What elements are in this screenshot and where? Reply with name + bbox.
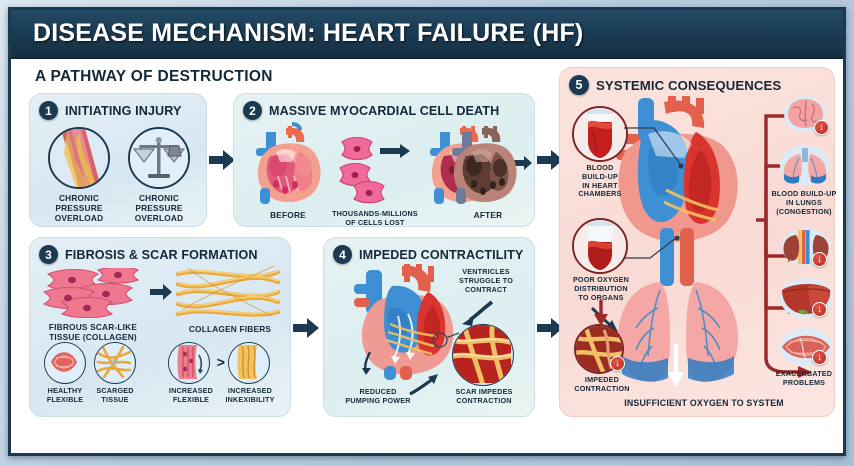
header-bar: DISEASE MECHANISM: HEART FAILURE (HF)	[11, 10, 843, 59]
muscle-decrease-badge: ↓	[812, 350, 827, 365]
step-5-title: SYSTEMIC CONSEQUENCES	[596, 77, 782, 93]
step-3-label-collagen: COLLAGEN FIBERS	[188, 324, 272, 334]
blood-vial-low-icon	[572, 218, 628, 274]
arrow-step2-to-step5	[537, 149, 563, 171]
step-4-title-row: 4 IMPEDED CONTRACTILITY	[333, 245, 530, 264]
step-5-title-row: 5 SYSTEMIC CONSEQUENCES	[569, 75, 830, 95]
arrow-ventricles-icon	[460, 300, 494, 328]
comparator-symbol: >	[216, 354, 226, 370]
flexible-tissue-icon	[168, 342, 210, 384]
scar-closeup-icon	[452, 324, 514, 386]
leader-line-chambers-icon	[624, 124, 684, 174]
arrow-reduced-pumping-icon	[408, 374, 438, 396]
content-area: A PATHWAY OF DESTRUCTION 1 INITIATING IN…	[11, 59, 843, 453]
step-3-title: FIBROSIS & SCAR FORMATION	[65, 247, 258, 262]
lungs-congested-icon	[778, 144, 832, 186]
step-1-title: INITIATING INJURY	[65, 103, 182, 118]
step-4-title: IMPEDED CONTRACTILITY	[359, 247, 524, 262]
subtitle: A PATHWAY OF DESTRUCTION	[35, 68, 273, 85]
arrow-down-impeded-icon	[592, 300, 610, 326]
step-2-label-before: BEFORE	[270, 210, 306, 220]
brain-decrease-badge: ↓	[814, 120, 829, 135]
step-2-title: MASSIVE MYOCARDIAL CELL DEATH	[269, 103, 500, 118]
magnifier-line-icon	[432, 330, 460, 350]
step-1-badge: 1	[39, 101, 58, 120]
step-3-badge: 3	[39, 245, 58, 264]
step-2-label-after: AFTER	[473, 210, 503, 220]
fibroblast-cells-icon	[42, 268, 140, 318]
arrow-step1-to-step2	[209, 149, 235, 171]
step-panel-3[interactable]: 3 FIBROSIS & SCAR FORMATION	[29, 237, 291, 417]
step-2-badge: 2	[243, 101, 262, 120]
dying-myocyte-cells-icon	[338, 134, 410, 204]
step-panel-2[interactable]: 2 MASSIVE MYOCARDIAL CELL DEATH	[233, 93, 535, 227]
heart-damaged-final-icon	[438, 122, 530, 208]
balance-scale-icon	[128, 127, 190, 189]
arrow-fibrosis-icon	[150, 284, 172, 300]
kidneys-decrease-badge: ↓	[812, 252, 827, 267]
step-5-footer: INSUFFICIENT OXYGEN TO SYSTEM	[624, 398, 784, 408]
step-panel-4[interactable]: 4 IMPEDED CONTRACTILITY	[323, 237, 535, 417]
failing-heart-icon	[344, 262, 474, 380]
infographic-frame: DISEASE MECHANISM: HEART FAILURE (HF) A …	[8, 7, 846, 456]
healthy-muscle-icon	[44, 342, 86, 384]
heart-cross-section-healthy-icon	[242, 122, 334, 208]
liver-decrease-badge: ↓	[812, 302, 827, 317]
blood-vial-full-icon	[572, 106, 628, 162]
step-3-title-row: 3 FIBROSIS & SCAR FORMATION	[39, 245, 286, 264]
page-title: DISEASE MECHANISM: HEART FAILURE (HF)	[33, 19, 584, 47]
arrow-step3-to-step4	[293, 317, 319, 339]
stiff-tissue-icon	[228, 342, 270, 384]
contraction-decrease-badge: ↓	[610, 356, 625, 371]
arrow-step4-to-step5	[537, 317, 563, 339]
step-1-title-row: 1 INITIATING INJURY	[39, 101, 202, 120]
leader-line-oxygen-icon	[624, 236, 680, 266]
step-4-badge: 4	[333, 245, 352, 264]
artery-plaque-icon	[48, 127, 110, 189]
collagen-fiber-bundle-icon	[176, 264, 280, 320]
scarred-tissue-icon	[94, 342, 136, 384]
step-5-badge: 5	[569, 75, 589, 95]
step-panel-5[interactable]: 5 SYSTEMIC CONSEQUENCES	[559, 67, 836, 417]
arrow-small-right-icon	[512, 156, 532, 170]
step-2-title-row: 2 MASSIVE MYOCARDIAL CELL DEATH	[243, 101, 530, 120]
